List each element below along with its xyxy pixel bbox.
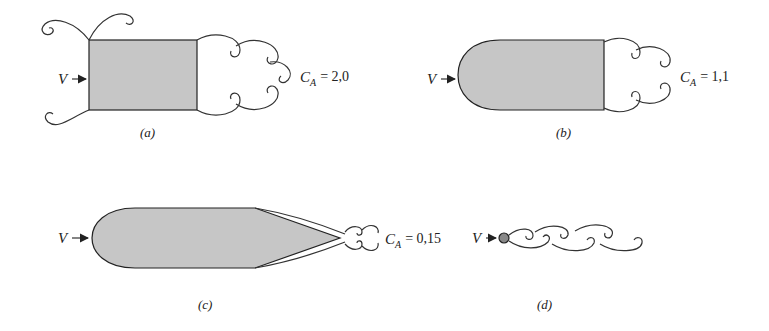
wake bbox=[604, 38, 640, 58]
figure-caption: (a) bbox=[140, 126, 155, 139]
drag-coefficient: C bbox=[680, 70, 690, 85]
streamline bbox=[255, 208, 345, 234]
flow-arrow bbox=[441, 78, 455, 79]
subscript: A bbox=[395, 240, 401, 250]
drag-coefficient: C bbox=[385, 232, 395, 247]
wake bbox=[604, 92, 640, 112]
wake bbox=[236, 41, 278, 64]
subscript: A bbox=[310, 78, 316, 88]
vortex bbox=[45, 110, 89, 125]
small-sphere bbox=[499, 233, 509, 243]
flow-arrow bbox=[72, 237, 88, 238]
drag-value: = 1,1 bbox=[700, 70, 729, 84]
figure-caption: (c) bbox=[198, 298, 212, 311]
flow-arrow bbox=[486, 237, 496, 238]
velocity-label: V bbox=[58, 72, 67, 87]
vortex-street bbox=[509, 229, 533, 239]
wake bbox=[270, 62, 290, 83]
drag-value: = 0,15 bbox=[405, 232, 441, 246]
wake bbox=[197, 35, 240, 57]
wake bbox=[636, 83, 670, 103]
wake bbox=[197, 93, 240, 115]
velocity-label: V bbox=[427, 72, 436, 87]
velocity-label: V bbox=[58, 231, 67, 246]
rounded-body bbox=[458, 40, 604, 110]
flow-arrow bbox=[72, 78, 86, 79]
vortex bbox=[345, 227, 362, 235]
figure-caption: (d) bbox=[537, 298, 552, 311]
wake bbox=[636, 47, 670, 67]
vortex bbox=[89, 14, 133, 40]
streamline bbox=[255, 242, 345, 268]
subscript: A bbox=[690, 78, 696, 88]
vortex bbox=[362, 226, 378, 233]
vortex-street bbox=[535, 226, 568, 238]
velocity-label: V bbox=[472, 231, 481, 246]
vortex-street bbox=[600, 238, 642, 251]
vortex bbox=[345, 241, 362, 249]
drag-coefficient: C bbox=[300, 70, 310, 85]
drag-value: = 2,0 bbox=[320, 70, 349, 84]
figure-caption: (b) bbox=[556, 126, 571, 139]
vortex bbox=[362, 243, 378, 250]
vortex-street bbox=[575, 225, 612, 238]
vortex bbox=[42, 21, 89, 40]
streamlined-body bbox=[92, 208, 340, 268]
blunt-body bbox=[89, 40, 197, 110]
wake bbox=[236, 86, 278, 109]
vortex-street bbox=[552, 238, 594, 251]
vortex-street bbox=[509, 235, 549, 248]
